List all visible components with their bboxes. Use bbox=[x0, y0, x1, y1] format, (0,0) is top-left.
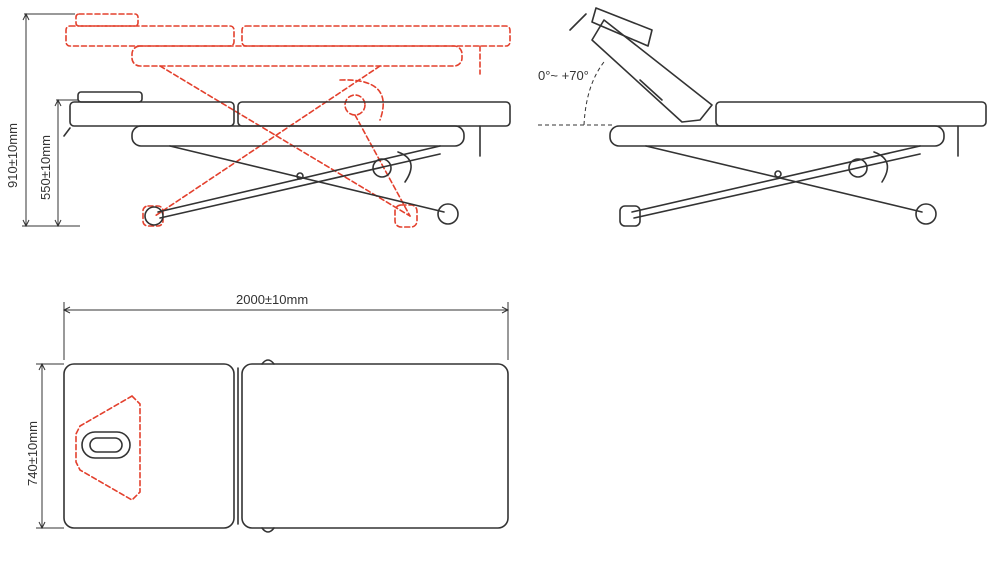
height-dimension-lines bbox=[22, 12, 80, 228]
width-label: 740±10mm bbox=[25, 421, 40, 486]
body-section bbox=[241, 363, 509, 529]
tilted-backrest bbox=[569, 7, 713, 123]
backrest-angle-label: 0°~ +70° bbox=[538, 68, 589, 83]
foot-pedal-icon bbox=[144, 206, 164, 226]
face-hole-outer bbox=[81, 431, 131, 459]
motor-icon bbox=[848, 158, 868, 178]
lowered-position bbox=[63, 91, 511, 226]
headrest-pad bbox=[77, 91, 143, 103]
foot-pedal-icon bbox=[619, 205, 641, 227]
headrest-outline bbox=[75, 395, 141, 501]
raised-position-outline bbox=[65, 13, 511, 228]
body-section bbox=[237, 101, 511, 127]
frame bbox=[609, 125, 945, 147]
head-section bbox=[69, 101, 235, 127]
min-height-label: 550±10mm bbox=[38, 135, 53, 200]
head-section bbox=[63, 363, 235, 529]
length-label: 2000±10mm bbox=[236, 292, 308, 307]
body-section bbox=[715, 101, 987, 127]
motor-icon bbox=[372, 158, 392, 178]
caster-wheel-icon bbox=[437, 203, 459, 225]
top-view: 2000±10mm 740±10mm bbox=[25, 292, 510, 533]
side-view-backrest-tilt: 0°~ +70° bbox=[538, 7, 987, 227]
face-hole-inner bbox=[89, 437, 123, 453]
side-view-height-adjust: 910±10mm 550±10mm bbox=[5, 12, 511, 228]
max-height-label: 910±10mm bbox=[5, 123, 20, 188]
frame bbox=[131, 125, 465, 147]
caster-wheel-icon bbox=[915, 203, 937, 225]
